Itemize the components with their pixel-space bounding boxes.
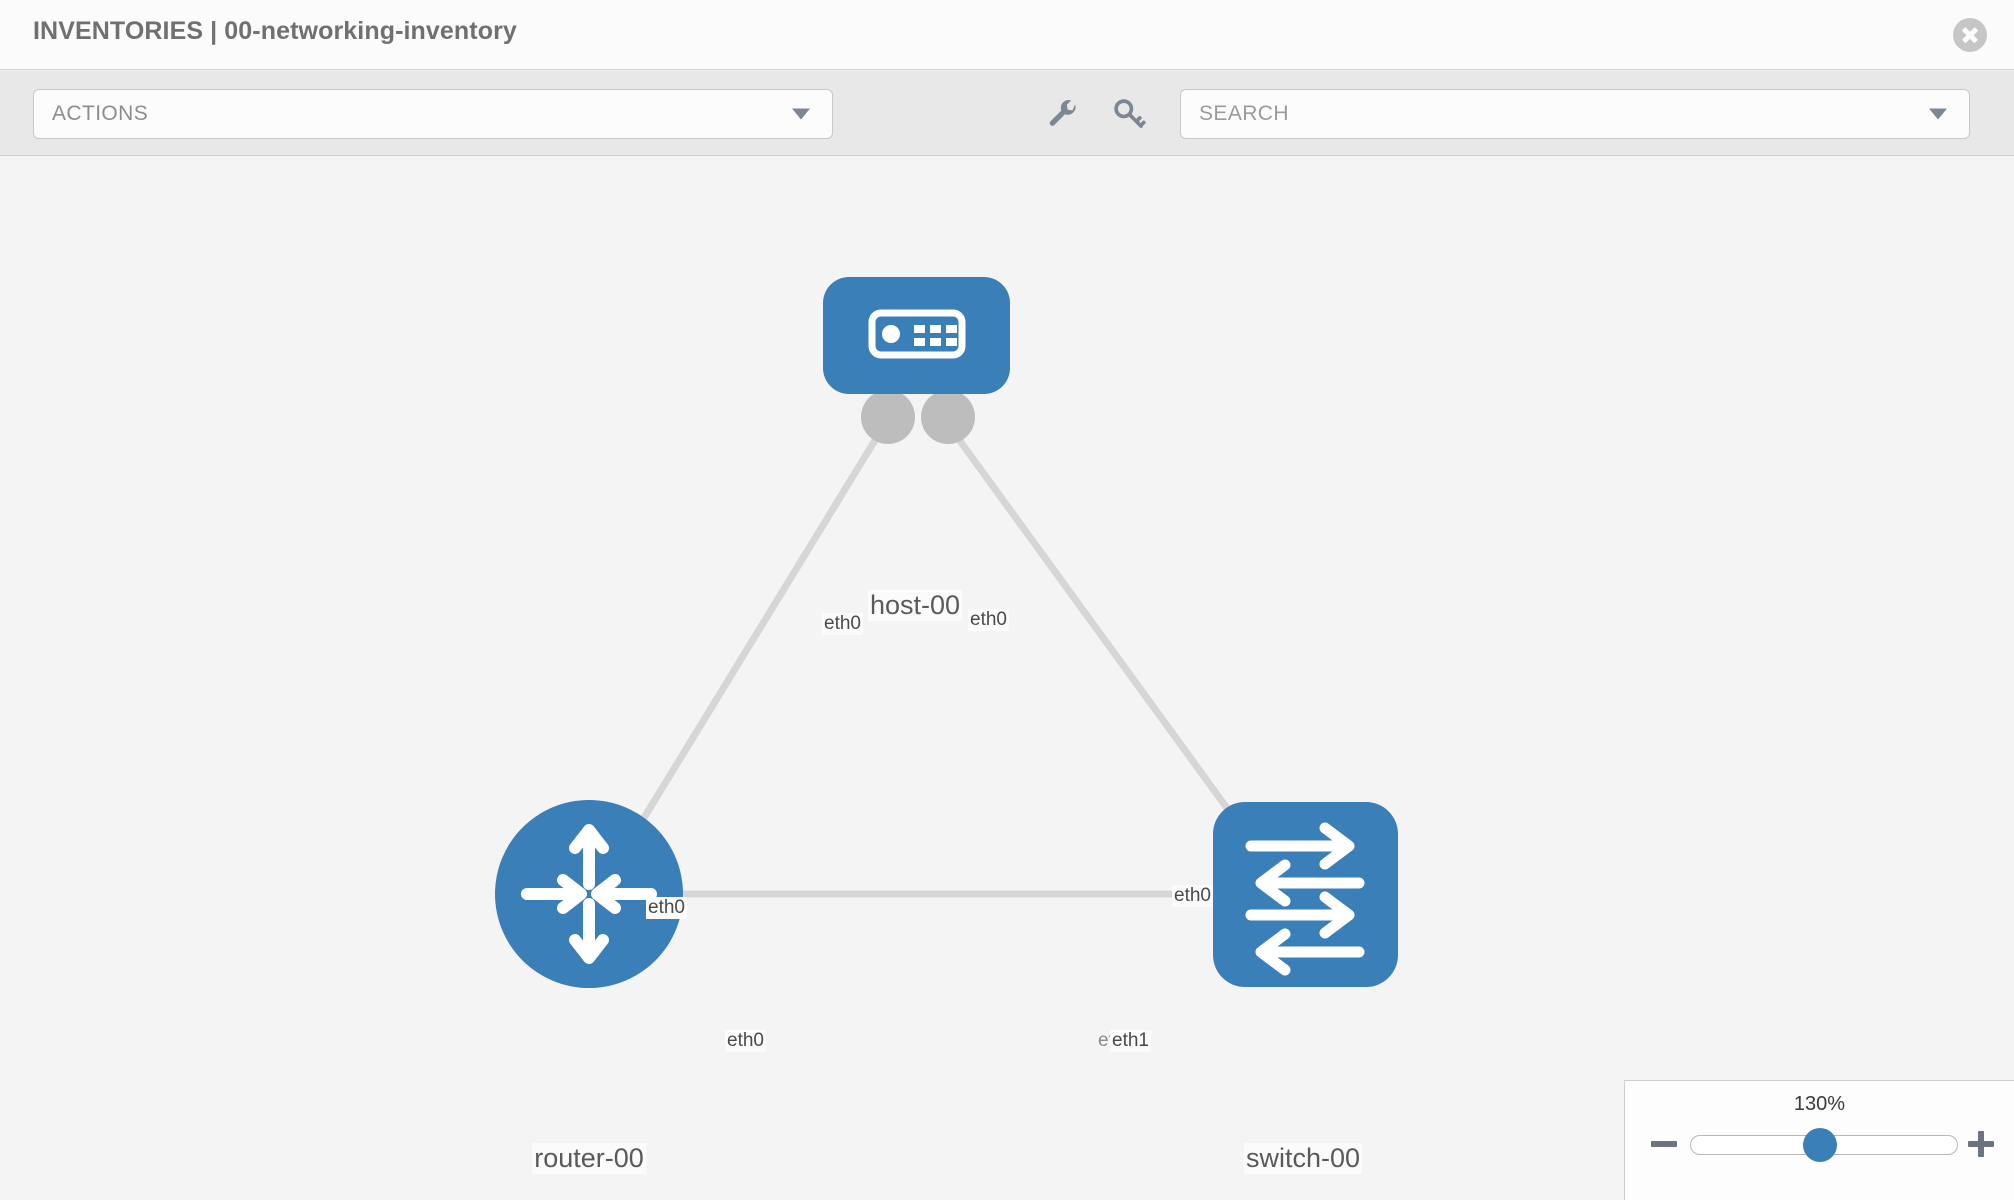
edge-label-router-eth0: eth0 bbox=[725, 1030, 766, 1052]
zoom-control-panel: 130% bbox=[1624, 1080, 2014, 1200]
page-title: INVENTORIES | 00-networking-inventory bbox=[33, 17, 517, 45]
page-header: INVENTORIES | 00-networking-inventory bbox=[0, 0, 2014, 70]
topology-graph bbox=[495, 277, 1398, 988]
link-host-router bbox=[617, 417, 891, 859]
node-router-00 bbox=[495, 800, 683, 988]
key-icon[interactable] bbox=[1112, 97, 1146, 131]
wrench-icon[interactable] bbox=[1045, 97, 1079, 131]
node-host-00 bbox=[823, 277, 1010, 394]
socket-host-eth0-left bbox=[861, 390, 915, 444]
node-label-host-00: host-00 bbox=[867, 590, 963, 621]
search-placeholder: SEARCH bbox=[1199, 102, 1289, 125]
search-input[interactable]: SEARCH bbox=[1180, 89, 1970, 139]
edge-label-router-eth0-uplink: eth0 bbox=[646, 897, 687, 919]
chevron-down-icon bbox=[792, 108, 810, 120]
edge-label-host-eth0-left: eth0 bbox=[822, 613, 863, 635]
zoom-level-value: 130% bbox=[1793, 1093, 1846, 1115]
topology-canvas[interactable]: host-00 router-00 switch-00 eth0 eth0 et… bbox=[0, 157, 2014, 1200]
edge-label-switch-eth1: eth1 bbox=[1110, 1030, 1151, 1052]
actions-dropdown[interactable]: ACTIONS bbox=[33, 89, 833, 139]
zoom-in-button[interactable] bbox=[1966, 1129, 1996, 1159]
node-label-switch-00: switch-00 bbox=[1243, 1143, 1363, 1174]
toolbar: ACTIONS SEARCH bbox=[0, 71, 2014, 156]
chevron-down-icon[interactable] bbox=[1929, 108, 1947, 120]
link-host-switch bbox=[941, 416, 1251, 840]
edge-label-switch-eth0-uplink: eth0 bbox=[1172, 885, 1213, 907]
node-label-router-00: router-00 bbox=[532, 1143, 646, 1174]
zoom-slider-thumb[interactable] bbox=[1803, 1128, 1837, 1162]
node-switch-00 bbox=[1213, 802, 1398, 987]
edge-label-host-eth0-right: eth0 bbox=[968, 609, 1009, 631]
actions-dropdown-label: ACTIONS bbox=[52, 102, 149, 125]
close-icon[interactable] bbox=[1953, 18, 1987, 52]
zoom-out-button[interactable] bbox=[1649, 1129, 1679, 1159]
socket-host-eth0-right bbox=[921, 390, 975, 444]
